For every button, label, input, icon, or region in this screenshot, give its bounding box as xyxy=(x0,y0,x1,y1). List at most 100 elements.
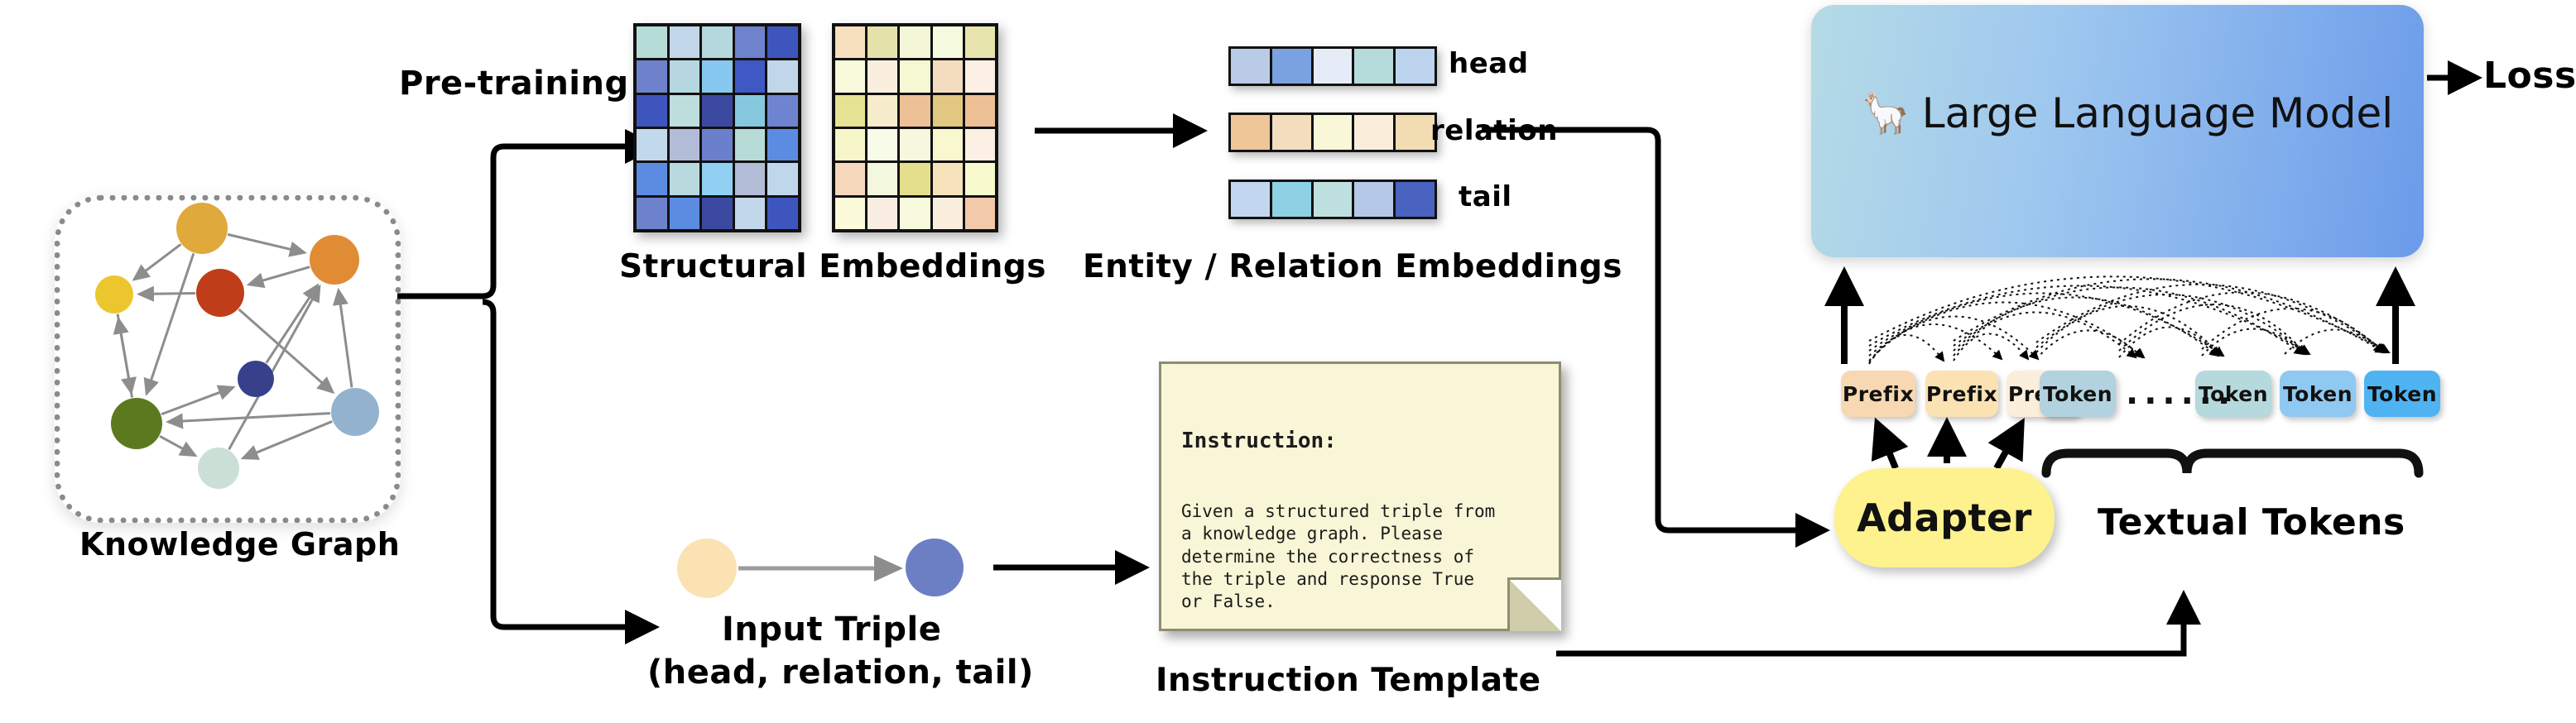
pretraining-label: Pre-training xyxy=(399,65,629,103)
matrix-cell xyxy=(767,94,798,127)
matrix-cell xyxy=(734,163,766,195)
textual-tokens-label: Textual Tokens xyxy=(2098,501,2405,543)
embedding-cell xyxy=(1396,182,1435,217)
instruction-template-label: Instruction Template xyxy=(1156,662,1541,699)
matrix-cell xyxy=(835,128,866,161)
matrix-cell xyxy=(702,26,733,59)
node-yellow xyxy=(95,275,133,314)
embedding-cell xyxy=(1313,115,1353,150)
matrix-cell xyxy=(734,26,766,59)
llm-label: Large Language Model xyxy=(1921,89,2394,137)
kg-edge xyxy=(227,232,307,257)
note-fold-corner xyxy=(1507,577,1561,631)
node-green xyxy=(111,398,162,449)
head-label: head xyxy=(1449,47,1529,80)
input-triple-sublabel: (head, relation, tail) xyxy=(647,654,1034,692)
matrix-cell xyxy=(669,26,700,59)
kg-edge xyxy=(143,252,195,396)
matrix-cell xyxy=(767,197,798,229)
matrix-cell xyxy=(932,197,963,229)
prefix-token-box: Prefix xyxy=(1841,371,1915,417)
matrix-cell xyxy=(932,163,963,195)
matrix-cell xyxy=(900,26,930,59)
matrix-cell xyxy=(637,60,667,93)
matrix-cell xyxy=(669,197,700,229)
matrix-cell xyxy=(867,128,898,161)
matrix-cell xyxy=(900,60,930,93)
adapter-block: Adapter xyxy=(1834,468,2055,567)
matrix-cell xyxy=(767,26,798,59)
matrix-cell xyxy=(867,60,898,93)
matrix-cell xyxy=(867,197,898,229)
input-triple-label: Input Triple xyxy=(722,610,942,649)
embedding-cell xyxy=(1313,49,1353,84)
tail-embedding-strip xyxy=(1228,180,1437,219)
embedding-cell xyxy=(1231,182,1270,217)
matrix-cell xyxy=(767,128,798,161)
embedding-cell xyxy=(1354,49,1394,84)
kg-edge xyxy=(132,243,182,281)
triple-tail-node xyxy=(906,539,964,596)
matrix-cell xyxy=(669,60,700,93)
matrix-cell xyxy=(669,94,700,127)
node-mint xyxy=(198,448,239,489)
matrix-cell xyxy=(702,94,733,127)
kg-edge xyxy=(332,287,353,388)
matrix-cell xyxy=(835,94,866,127)
token-token-box: Token xyxy=(2280,371,2356,417)
token-token-box: Token xyxy=(2364,371,2440,417)
embedding-cell xyxy=(1231,49,1270,84)
matrix-cell xyxy=(900,197,930,229)
node-red xyxy=(196,269,244,317)
relation-embedding-strip xyxy=(1228,113,1437,152)
embedding-cell xyxy=(1271,182,1311,217)
entity-relation-embeddings-label: Entity / Relation Embeddings xyxy=(1083,248,1622,285)
matrix-cell xyxy=(637,163,667,195)
embedding-cell xyxy=(1231,115,1270,150)
kg-edge xyxy=(246,266,310,289)
prefix-token-box: Prefix xyxy=(1925,371,1998,417)
kg-edge xyxy=(165,412,331,429)
kg-edge xyxy=(159,435,198,457)
matrix-cell xyxy=(734,197,766,229)
large-language-model-box xyxy=(1811,5,2424,257)
matrix-cell xyxy=(964,60,995,93)
node-orange-top xyxy=(176,203,228,254)
matrix-cell xyxy=(835,197,866,229)
matrix-cell xyxy=(964,163,995,195)
node-orange-right xyxy=(310,235,359,285)
token-ellipsis: ...... xyxy=(2126,374,2237,412)
matrix-cell xyxy=(900,94,930,127)
embedding-cell xyxy=(1354,115,1394,150)
kg-edge xyxy=(136,285,196,302)
matrix-cell xyxy=(637,197,667,229)
entity-relation-embeddings-matrix xyxy=(832,23,998,232)
matrix-cell xyxy=(637,26,667,59)
matrix-cell xyxy=(964,128,995,161)
llama-icon: 🦙 xyxy=(1861,90,1910,136)
embedding-cell xyxy=(1271,49,1311,84)
matrix-cell xyxy=(900,128,930,161)
matrix-cell xyxy=(734,94,766,127)
kg-edge xyxy=(161,385,236,416)
matrix-cell xyxy=(867,163,898,195)
tail-label: tail xyxy=(1459,180,1512,213)
matrix-cell xyxy=(964,197,995,229)
instruction-body: Given a structured triple from a knowled… xyxy=(1181,500,1496,612)
embedding-cell xyxy=(1271,115,1311,150)
matrix-cell xyxy=(669,163,700,195)
matrix-cell xyxy=(637,94,667,127)
matrix-cell xyxy=(835,163,866,195)
loss-label: Loss xyxy=(2483,55,2576,97)
matrix-cell xyxy=(734,128,766,161)
node-navy xyxy=(238,361,274,397)
instruction-template-note: Instruction: Given a structured triple f… xyxy=(1159,362,1561,631)
token-token-box: Token xyxy=(2040,371,2116,417)
matrix-cell xyxy=(932,26,963,59)
embedding-cell xyxy=(1313,182,1353,217)
kg-edge xyxy=(265,283,320,364)
triple-head-node xyxy=(677,539,737,598)
matrix-cell xyxy=(867,26,898,59)
structural-embeddings-matrix xyxy=(633,23,801,232)
embedding-cell xyxy=(1354,182,1394,217)
